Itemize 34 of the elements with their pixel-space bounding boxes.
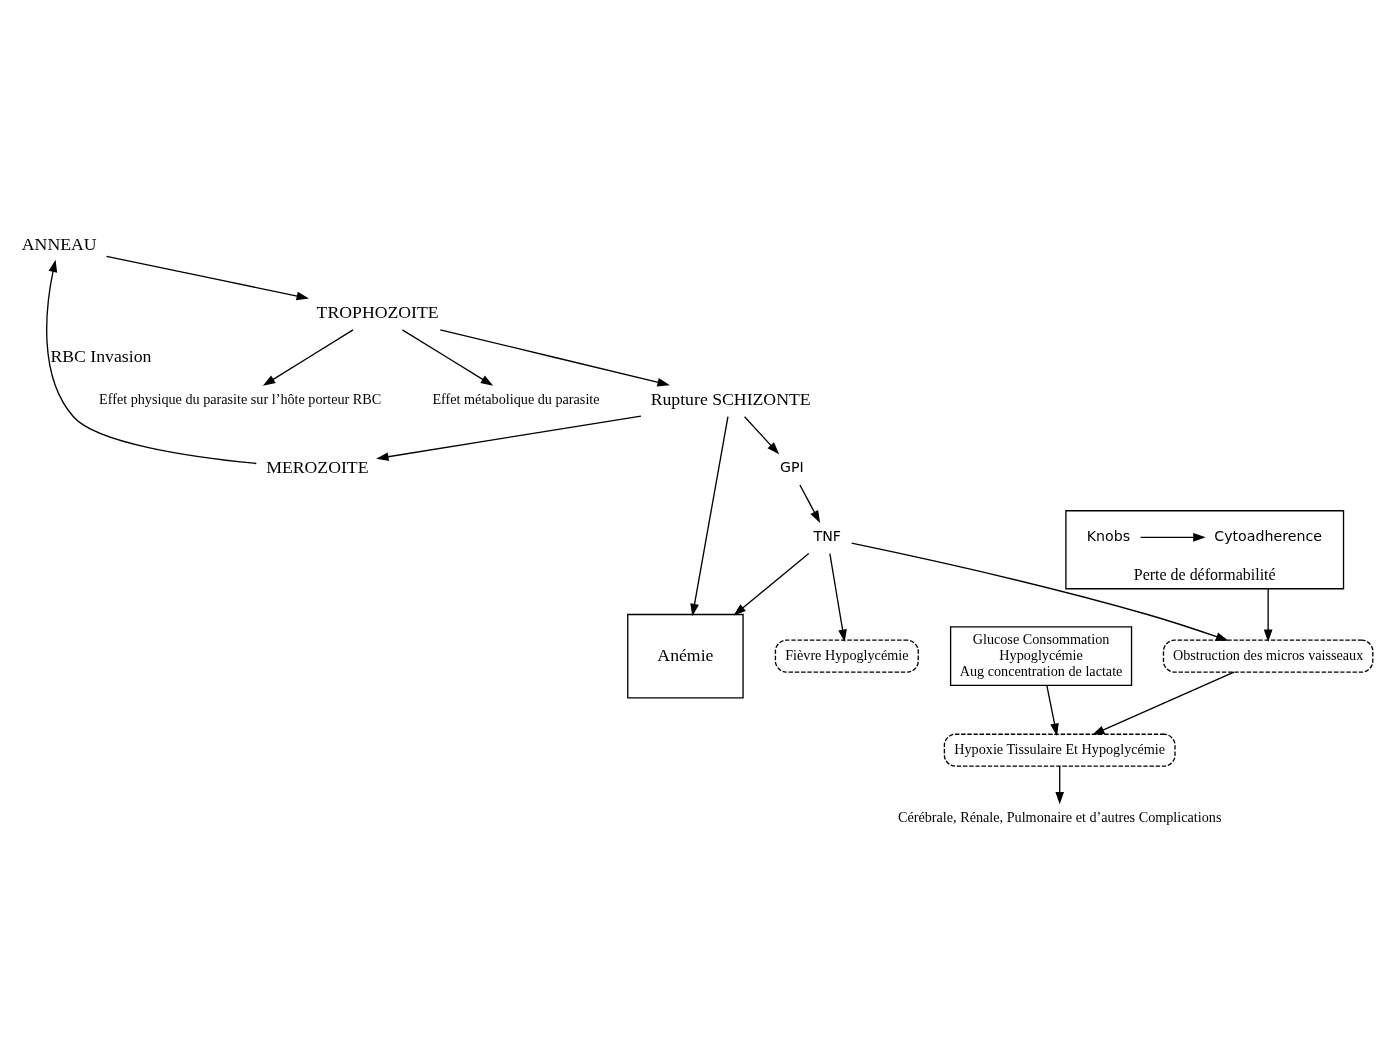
arrow (799, 484, 821, 523)
node-text: GPI (779, 459, 804, 476)
node-text: TNF (813, 527, 842, 544)
node-text: Effet métabolique du parasite (432, 391, 600, 408)
node-box: Anémie (627, 613, 744, 699)
node-text: Rupture SCHIZONTE (650, 389, 811, 410)
node-text: TROPHOZOITE (316, 302, 439, 323)
node-text: ANNEAU (21, 233, 97, 254)
node-text: Effet physique du parasite sur l’hôte porteur RBC (99, 391, 382, 408)
node-box: Glucose Consommation Hypoglycémie Aug concentration de lactate (949, 626, 1133, 687)
node-box: Obstruction des micros vaisseaux (1162, 639, 1374, 673)
node-text: Cytoadherence (1214, 527, 1323, 544)
edge-label: RBC Invasion (50, 345, 152, 366)
arrow (439, 329, 670, 387)
arrow (1139, 532, 1206, 542)
node-text: Cérébrale, Rénale, Pulmonaire et d’autres Complications (897, 808, 1222, 825)
node-text: MEROZOITE (266, 457, 369, 478)
arrow (376, 415, 642, 461)
arrow (1092, 671, 1235, 735)
arrow (1055, 765, 1065, 805)
arrow (1263, 588, 1273, 642)
arrow (105, 255, 309, 301)
arrow (733, 552, 810, 616)
node-text: Knobs (1086, 527, 1131, 544)
arrow (850, 542, 1229, 641)
arrow (46, 259, 257, 465)
node-box: Fièvre Hypoglycémie (774, 639, 919, 673)
arrow (743, 416, 780, 455)
arrow (1046, 684, 1059, 736)
arrow (262, 329, 354, 386)
arrow (401, 329, 494, 386)
arrow (829, 552, 847, 642)
arrow (690, 416, 729, 617)
node-box: Hypoxie Tissulaire Et Hypoglycémie (943, 733, 1176, 767)
